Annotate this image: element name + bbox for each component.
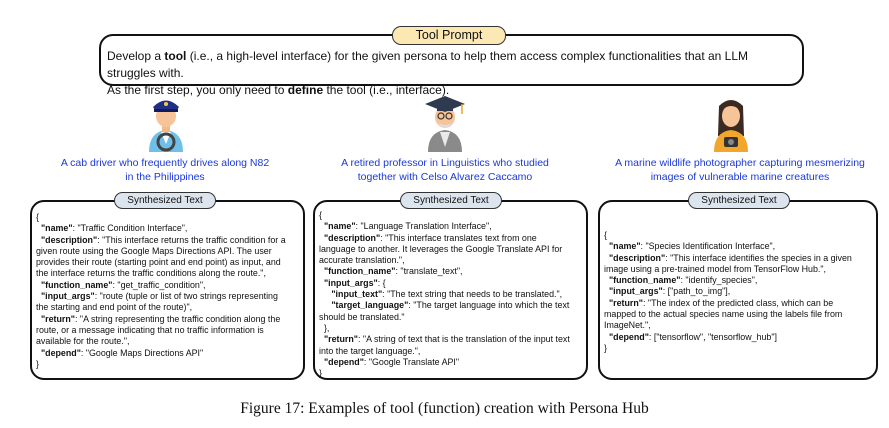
code-line: available for the route.", — [36, 336, 130, 347]
code-line: "input_args": { — [323, 277, 386, 288]
code-line: "function_name": "translate_text", — [323, 266, 463, 277]
tool-prompt-text: Develop a tool (i.e., a high-level inter… — [107, 48, 797, 99]
code-line: "name": "Traffic Condition Interface", — [40, 223, 188, 234]
code-line: route, or a message indicating that no t… — [36, 324, 264, 335]
persona-3-synth-label: Synthesized Text — [688, 192, 790, 209]
code-line: mapped to the actual species name using … — [604, 309, 843, 320]
code-line: "input_args": ["path_to_img"], — [608, 286, 731, 297]
code-line: language to another. It leverages the Go… — [319, 243, 563, 254]
professor-icon — [425, 96, 465, 152]
code-line: ImageNet.", — [604, 320, 651, 331]
code-line: given route using the Google Maps Direct… — [36, 245, 272, 256]
code-line: "name": "Species Identification Interfac… — [608, 241, 776, 252]
code-line: }, — [319, 322, 330, 333]
code-line: "description": "This interface identifie… — [608, 252, 852, 263]
code-line: "target_language": "The target language … — [331, 300, 570, 311]
code-line: should be translated." — [319, 311, 405, 322]
code-line: provides their route (starting point and… — [36, 257, 281, 268]
code-line: "depend": ["tensorflow", "tensorflow_hub… — [608, 331, 777, 342]
code-line: "return": "The index of the predicted cl… — [608, 297, 834, 308]
code-line: { — [319, 210, 322, 220]
code-line: { — [604, 230, 607, 240]
figure-caption: Figure 17: Examples of tool (function) c… — [240, 400, 649, 417]
code-line: the interface returns the traffic condit… — [36, 268, 266, 279]
code-line: into the target language.", — [319, 345, 421, 356]
code-line: { — [36, 212, 39, 222]
code-line: "function_name": "identify_species", — [608, 275, 758, 286]
code-line: "depend": "Google Maps Directions API" — [40, 347, 204, 358]
persona-1-description: A cab driver who frequently drives along… — [60, 157, 270, 183]
code-line: "return": "A string of text that is the … — [323, 334, 570, 345]
prompt-line-1: Develop a tool (i.e., a high-level inter… — [107, 49, 749, 80]
code-line: "depend": "Google Translate API" — [323, 356, 460, 367]
cab-driver-icon — [149, 100, 183, 152]
code-line: "description": "This interface translate… — [323, 232, 537, 243]
code-line: image using a pre-trained model from Ten… — [604, 263, 827, 274]
persona-2-synth-label: Synthesized Text — [400, 192, 502, 209]
code-line: "return": "A string representing the tra… — [40, 313, 281, 324]
persona-1-code: { "name": "Traffic Condition Interface",… — [36, 212, 304, 370]
code-line: "description": "This interface returns t… — [40, 234, 286, 245]
code-line: } — [604, 342, 607, 353]
persona-3-code: { "name": "Species Identification Interf… — [604, 230, 876, 354]
code-line: } — [36, 358, 39, 369]
persona-2-description: A retired professor in Linguistics who s… — [341, 157, 549, 183]
tool-prompt-title: Tool Prompt — [392, 26, 506, 45]
code-line: } — [319, 368, 322, 379]
persona-1-synth-label: Synthesized Text — [114, 192, 216, 209]
code-line: "input_args": "route (tuple or list of t… — [40, 291, 278, 302]
code-line: the starting and end point of the route)… — [36, 302, 193, 313]
code-line: "input_text": "The text string that need… — [331, 289, 563, 300]
code-line: "name": "Language Translation Interface"… — [323, 221, 492, 232]
persona-2-code: { "name": "Language Translation Interfac… — [319, 210, 587, 379]
prompt-line-2: As the first step, you only need to defi… — [107, 83, 450, 97]
code-line: accurate translation.", — [319, 255, 405, 266]
code-line: "function_name": "get_traffic_condition"… — [40, 279, 206, 290]
photographer-icon — [714, 100, 748, 152]
persona-3-description: A marine wildlife photographer capturing… — [615, 157, 865, 183]
